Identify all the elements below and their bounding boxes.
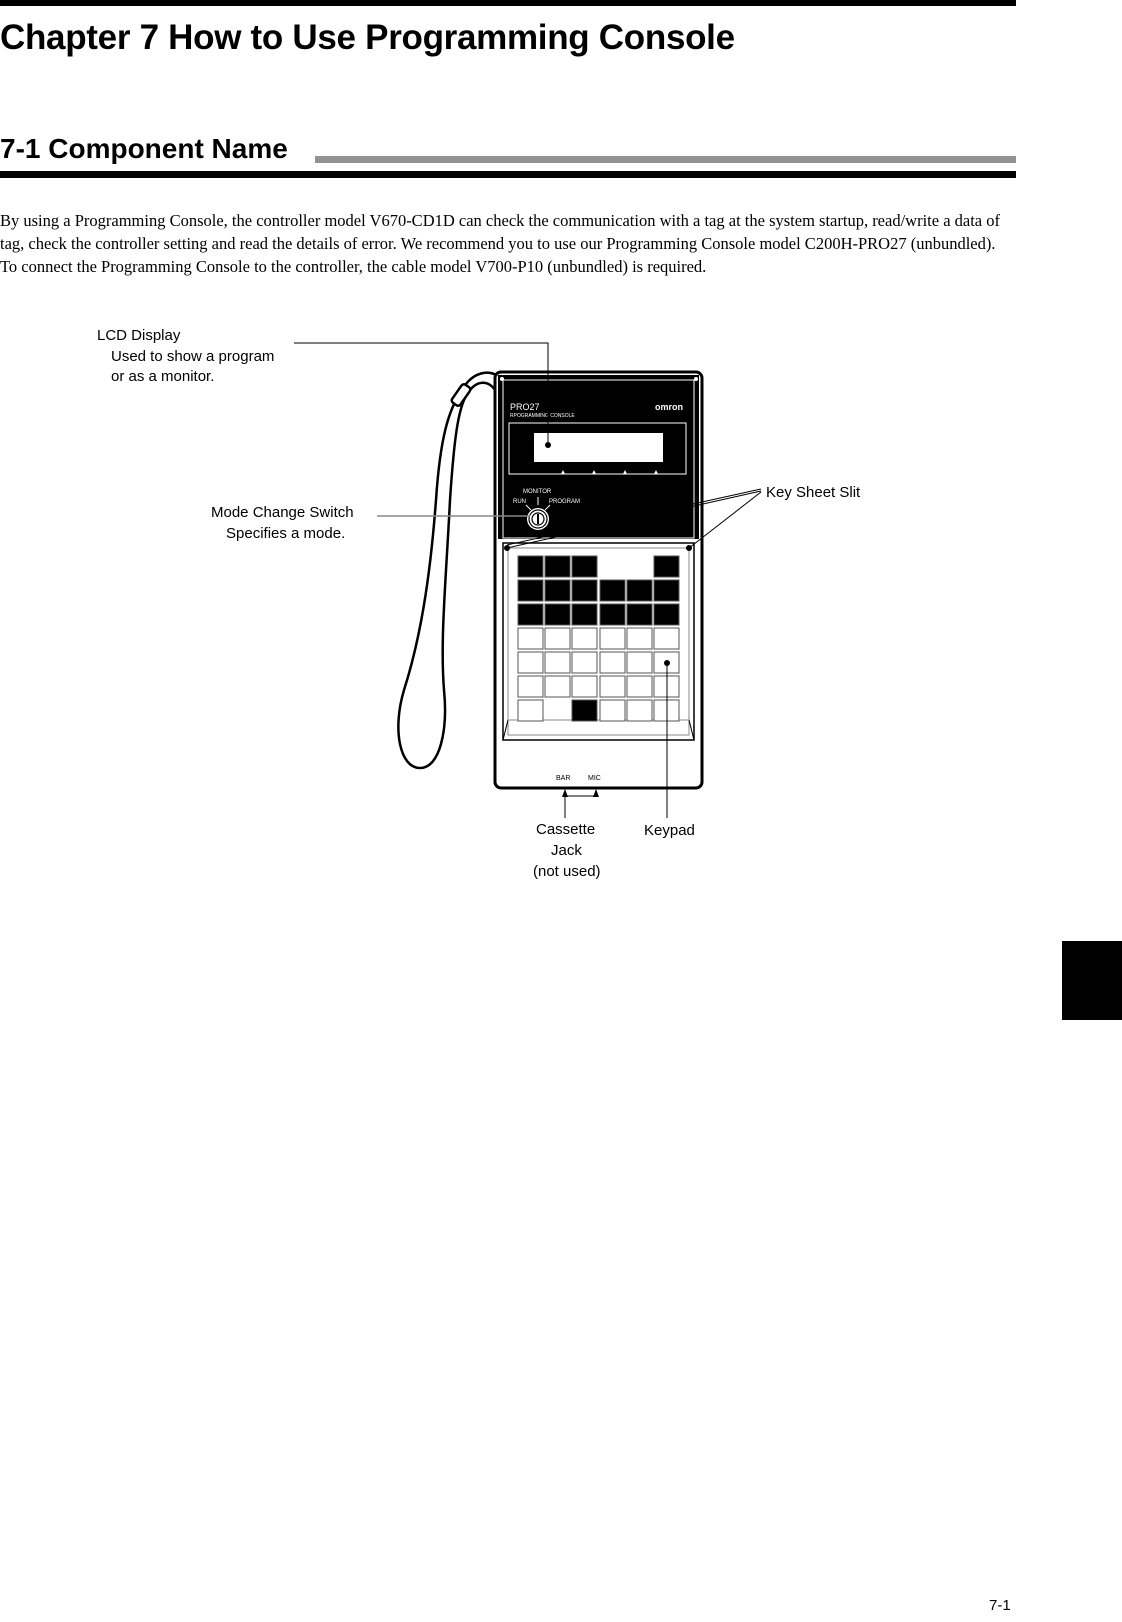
key-sheet-slit-label: Key Sheet Slit — [766, 484, 861, 501]
keypad-label: Keypad — [644, 822, 695, 839]
intro-paragraph: By using a Programming Console, the cont… — [0, 211, 1000, 276]
lcd-display-desc-1: Used to show a program — [111, 348, 275, 365]
page-number: 7-1 — [989, 1597, 1011, 1614]
mode-change-switch-desc: Specifies a mode. — [226, 525, 346, 542]
lcd-display-desc-2: or as a monitor. — [111, 368, 215, 385]
section-gray-rule — [315, 156, 1016, 163]
mic-jack-label: MIC — [588, 775, 601, 782]
cassette-jack-label-3: (not used) — [533, 863, 601, 880]
lcd-display-label: LCD Display — [97, 327, 181, 344]
monitor-label: MONITOR — [523, 489, 552, 495]
bar-jack-label: BAR — [556, 775, 570, 782]
chapter-side-tab — [1062, 941, 1122, 1020]
subtitle-text: RPOGRAMMING CONSOLE — [510, 413, 575, 419]
lcd-screen — [534, 433, 663, 462]
strap-icon — [397, 371, 501, 770]
cassette-jack-label-2: Jack — [551, 842, 582, 859]
leader-lines — [294, 342, 762, 818]
chapter-title: Chapter 7 How to Use Programming Console — [0, 18, 735, 57]
mode-change-switch-label: Mode Change Switch — [211, 504, 354, 521]
section-black-rule — [0, 171, 1016, 178]
model-text: PRO27 — [510, 402, 540, 412]
run-label: RUN — [513, 499, 526, 505]
top-rule — [0, 0, 1016, 6]
console-body: PRO27 RPOGRAMMING CONSOLE omron MONITOR … — [493, 370, 704, 790]
section-title: 7-1 Component Name — [0, 133, 288, 164]
program-label: PROGRAM — [549, 499, 580, 505]
mode-switch-icon — [527, 508, 549, 530]
bar-arrow-icon — [562, 789, 568, 797]
cassette-jack-label-1: Cassette — [536, 821, 596, 838]
brand-text: omron — [655, 402, 683, 412]
mic-arrow-icon — [593, 789, 599, 797]
